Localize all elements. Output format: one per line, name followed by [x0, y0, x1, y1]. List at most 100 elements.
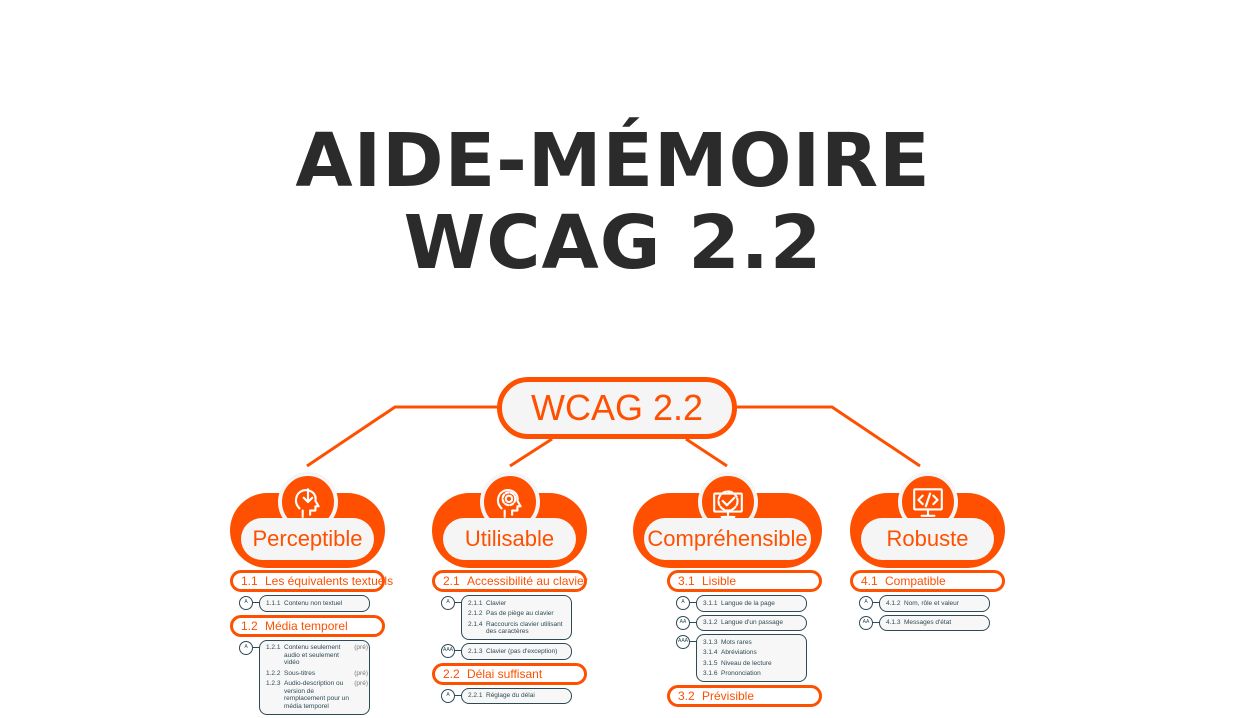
section-number: 3.1 [678, 574, 695, 588]
section-label: Prévisible [702, 689, 755, 703]
criterion-number: 3.1.4 [703, 649, 718, 656]
section-heading[interactable]: 1.1 Les équivalents textuels [230, 570, 393, 592]
criterion-note: (pré) [354, 644, 368, 651]
level-badge: A [441, 596, 462, 610]
connector-comprehensible [685, 437, 728, 468]
criterion-label: Clavier [486, 599, 507, 607]
section-label: Les équivalents textuels [265, 574, 394, 588]
level-badge: AAA [441, 644, 462, 658]
connector-perceptible [306, 405, 497, 468]
criterion-label: Mots rares [721, 638, 752, 646]
principle-header: Robuste [850, 472, 1005, 568]
section-heading[interactable]: 1.2 Média temporel [230, 614, 385, 637]
root-node: WCAG 2.2 [497, 377, 737, 439]
section-label: Délai suffisant [467, 666, 543, 681]
principle-label: Utilisable [443, 518, 576, 560]
criterion-label: Nom, rôle et valeur [904, 599, 959, 607]
criterion-label: Langue d'un passage [721, 619, 783, 626]
level-badge: A [859, 596, 880, 610]
title-line-1: AIDE-MÉMOIRE [295, 118, 931, 204]
criterion-label: Réglage du délai [486, 692, 535, 699]
criterion-number: 3.1.1 [703, 599, 718, 607]
principle-label: Compréhensible [644, 518, 811, 560]
level-badge: A [441, 688, 462, 703]
criterion-label: Contenu non textuel [284, 599, 343, 607]
section-label: Média temporel [265, 618, 348, 633]
principle-label: Robuste [861, 518, 994, 560]
principle-header: Compréhensible [633, 472, 822, 568]
section-label: Compatible [885, 574, 946, 588]
level-badge: AA [859, 615, 880, 630]
level-badge: AAA [676, 635, 697, 649]
connector-utilisable [509, 437, 553, 468]
level-badge: A [676, 596, 697, 610]
level-badge: AA [676, 615, 697, 630]
criterion-label: Sous-titres [284, 669, 316, 677]
principle-label: Perceptible [241, 518, 374, 560]
criterion-label: Niveau de lecture [721, 659, 772, 667]
criterion-label: Raccourcis clavier utilisant des caractè… [486, 620, 563, 636]
section-number: 3.2 [678, 689, 695, 703]
criterion-note: (pré) [354, 669, 368, 677]
criterion-number: 4.1.2 [886, 599, 901, 607]
section-number: 1.2 [241, 618, 258, 633]
principle-header: Perceptible [230, 472, 385, 568]
criterion-number: 1.1.1 [266, 599, 281, 607]
criterion-number: 3.1.5 [703, 659, 718, 667]
section-number: 2.1 [443, 574, 460, 588]
criterion-label: Clavier (pas d'exception) [486, 647, 558, 655]
criterion-label: Contenu seulement audio et seulement vid… [284, 644, 341, 666]
criterion-number: 2.1.2 [468, 610, 483, 617]
level-badge: A [239, 596, 260, 610]
criterion-number: 1.2.3 [266, 680, 281, 687]
criterion-number: 3.1.3 [703, 638, 718, 646]
connector-robuste [737, 405, 921, 468]
principle-header: Utilisable [432, 472, 587, 568]
title-line-2: WCAG 2.2 [403, 200, 823, 286]
section-heading[interactable]: 3.2 Prévisible [667, 685, 822, 707]
level-badge: A [239, 640, 260, 655]
section-number: 1.1 [241, 574, 258, 588]
